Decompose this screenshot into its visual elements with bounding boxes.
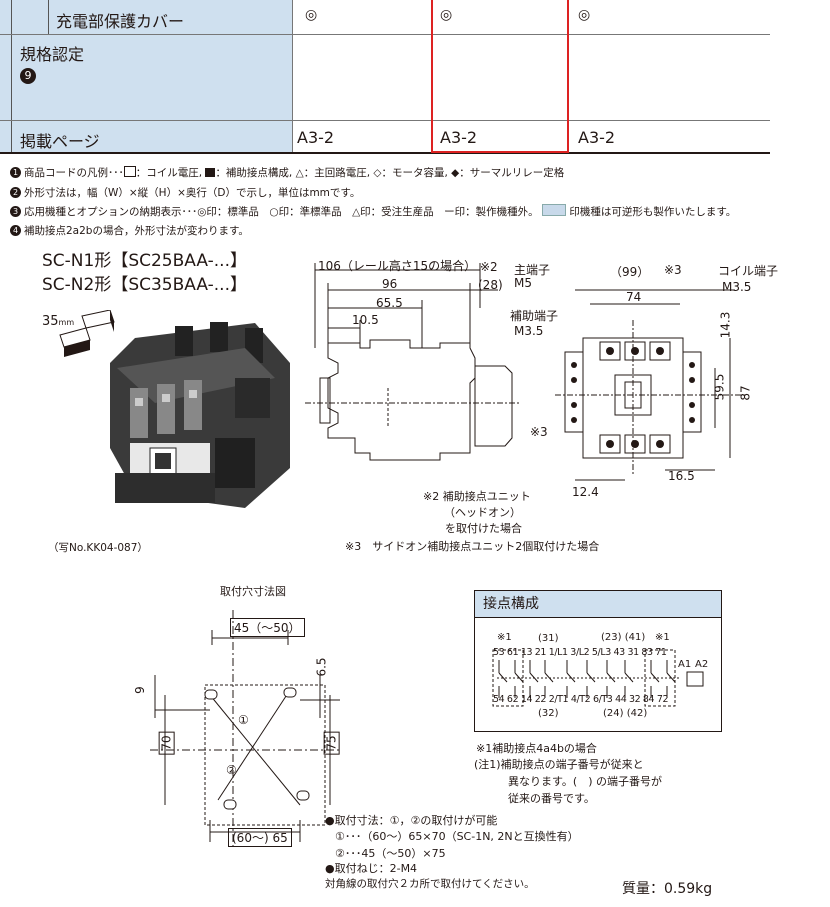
highlight-column [431, 0, 569, 153]
side-note: （ヘッドオン） [444, 506, 521, 519]
side-view-drawing [305, 263, 520, 461]
mount-screw: ●取付ねじ：2-M4 [325, 862, 418, 875]
label-coil-terminal: コイル端子 [718, 264, 779, 278]
availability-symbol: ◎ [305, 7, 318, 23]
mount-spec-title: ●取付寸法：①，②の取付けが可能 [325, 814, 498, 827]
dim-59-5: 59.5 [712, 373, 727, 401]
note-mark: ※3 [530, 425, 548, 439]
label-coil-terminal-size: M3.5 [722, 280, 752, 294]
dim-87: 87 [738, 385, 753, 401]
label-aux-terminal: 補助端子 [510, 309, 559, 323]
dim-6-5: 6.5 [314, 657, 329, 677]
contact-mark: ※1 [497, 632, 512, 643]
label-main-terminal: 主端子 [514, 263, 551, 277]
product-photo [110, 322, 290, 508]
hole-label-1: ① [238, 713, 249, 727]
dim-10-5: 10.5 [352, 313, 379, 327]
contact-box: 接点構成 ※1 (31) (23) (41) ※1 53 61 13 21 1/… [474, 590, 722, 732]
weight: 質量：0.59kg [622, 881, 713, 897]
dim-65-5: 65.5 [376, 296, 403, 310]
front-view-drawing [555, 289, 745, 481]
photo-caption: （写No.KK04-087） [48, 542, 148, 554]
mount-diagonal-note: 対角線の取付穴２カ所で取付けてください。 [325, 878, 535, 890]
availability-symbol: ◎ [440, 7, 453, 23]
row-label-certification: 規格認定 [20, 45, 85, 64]
table-rule [292, 0, 293, 153]
table-bottom-rule [0, 152, 770, 154]
table-rule [0, 34, 770, 35]
page-ref: A3-2 [578, 128, 616, 147]
coil-label-a1: A1 [678, 659, 692, 670]
label-aux-terminal-size: M3.5 [514, 324, 544, 338]
certification-badge: 9 [20, 68, 36, 84]
dim-14-3: 14.3 [718, 311, 733, 339]
contact-bottom-numbers: 54 62 14 22 2/T1 4/T2 6/T3 44 32 84 72 [493, 694, 669, 705]
model-line-2: SC-N2形【SC35BAA-...】 [42, 275, 247, 295]
dim-28: (28) [478, 278, 503, 292]
row-label-page: 掲載ページ [20, 132, 100, 151]
dim-60-65: (60～) 65 [228, 828, 292, 847]
contact-note-4: 従来の番号です。 [508, 792, 595, 805]
contact-note-1: ※1補助接点4a4bの場合 [476, 742, 597, 755]
page-ref: A3-2 [440, 128, 478, 147]
side-note: を取付けた場合 [445, 522, 522, 535]
contact-legacy-number: (24) (42) [603, 708, 648, 719]
contact-note-2: (注1)補助接点の端子番号が従来と [474, 758, 644, 771]
contact-note-3: 異なります。( ) の端子番号が [508, 775, 662, 788]
row-label-cover: 充電部保護カバー [56, 12, 185, 31]
rail-icon: 35mm [42, 310, 115, 357]
note-mark: ※3 [664, 263, 682, 277]
contact-top-numbers: 53 61 13 21 1/L1 3/L2 5/L3 43 31 83 71 [493, 647, 667, 658]
mount-spec-1: ①･･･（60～）65×70（SC-1N, 2Nと互換性有） [335, 830, 579, 843]
dim-75: 75 [323, 731, 340, 755]
front-note: ※3 サイドオン補助接点ユニット2個取付けた場合 [345, 540, 600, 553]
mount-title: 取付穴寸法図 [220, 585, 286, 598]
coil-label-a2: A2 [695, 659, 709, 670]
dim-74: 74 [626, 290, 642, 304]
side-note: ※2 補助接点ユニット [423, 490, 531, 503]
contact-legacy-number: (32) [538, 708, 559, 719]
contact-title: 接点構成 [475, 591, 721, 618]
page-ref: A3-2 [297, 128, 335, 147]
note-mark: ※2 [480, 260, 498, 274]
dim-45: 45（～50） [230, 618, 305, 637]
hole-label-2: ② [226, 763, 237, 777]
model-line-1: SC-N1形【SC25BAA-...】 [42, 251, 247, 271]
table-rule [48, 0, 49, 34]
table-row-label-cell [0, 35, 292, 120]
contact-legacy-number: (23) (41) [601, 632, 646, 643]
table-rule [11, 0, 12, 153]
dim-96: 96 [382, 277, 398, 291]
dim-99: （99） [610, 265, 650, 279]
dim-16-5: 16.5 [668, 469, 695, 483]
dim-9: 9 [132, 686, 147, 694]
mount-spec-2: ②･･･45（～50）×75 [335, 847, 446, 860]
dim-70: 70 [158, 731, 175, 755]
table-row-label-cell [0, 121, 292, 153]
table-rule [0, 120, 770, 121]
mount-drawing [150, 610, 340, 850]
contact-legacy-number: (31) [538, 633, 559, 644]
availability-symbol: ◎ [578, 7, 591, 23]
contact-diagram [492, 649, 704, 707]
contact-mark: ※1 [655, 632, 670, 643]
label-main-terminal-size: M5 [514, 276, 532, 290]
dim-106: 106（レール高さ15の場合） [318, 259, 477, 273]
dim-12-4: 12.4 [572, 485, 599, 499]
